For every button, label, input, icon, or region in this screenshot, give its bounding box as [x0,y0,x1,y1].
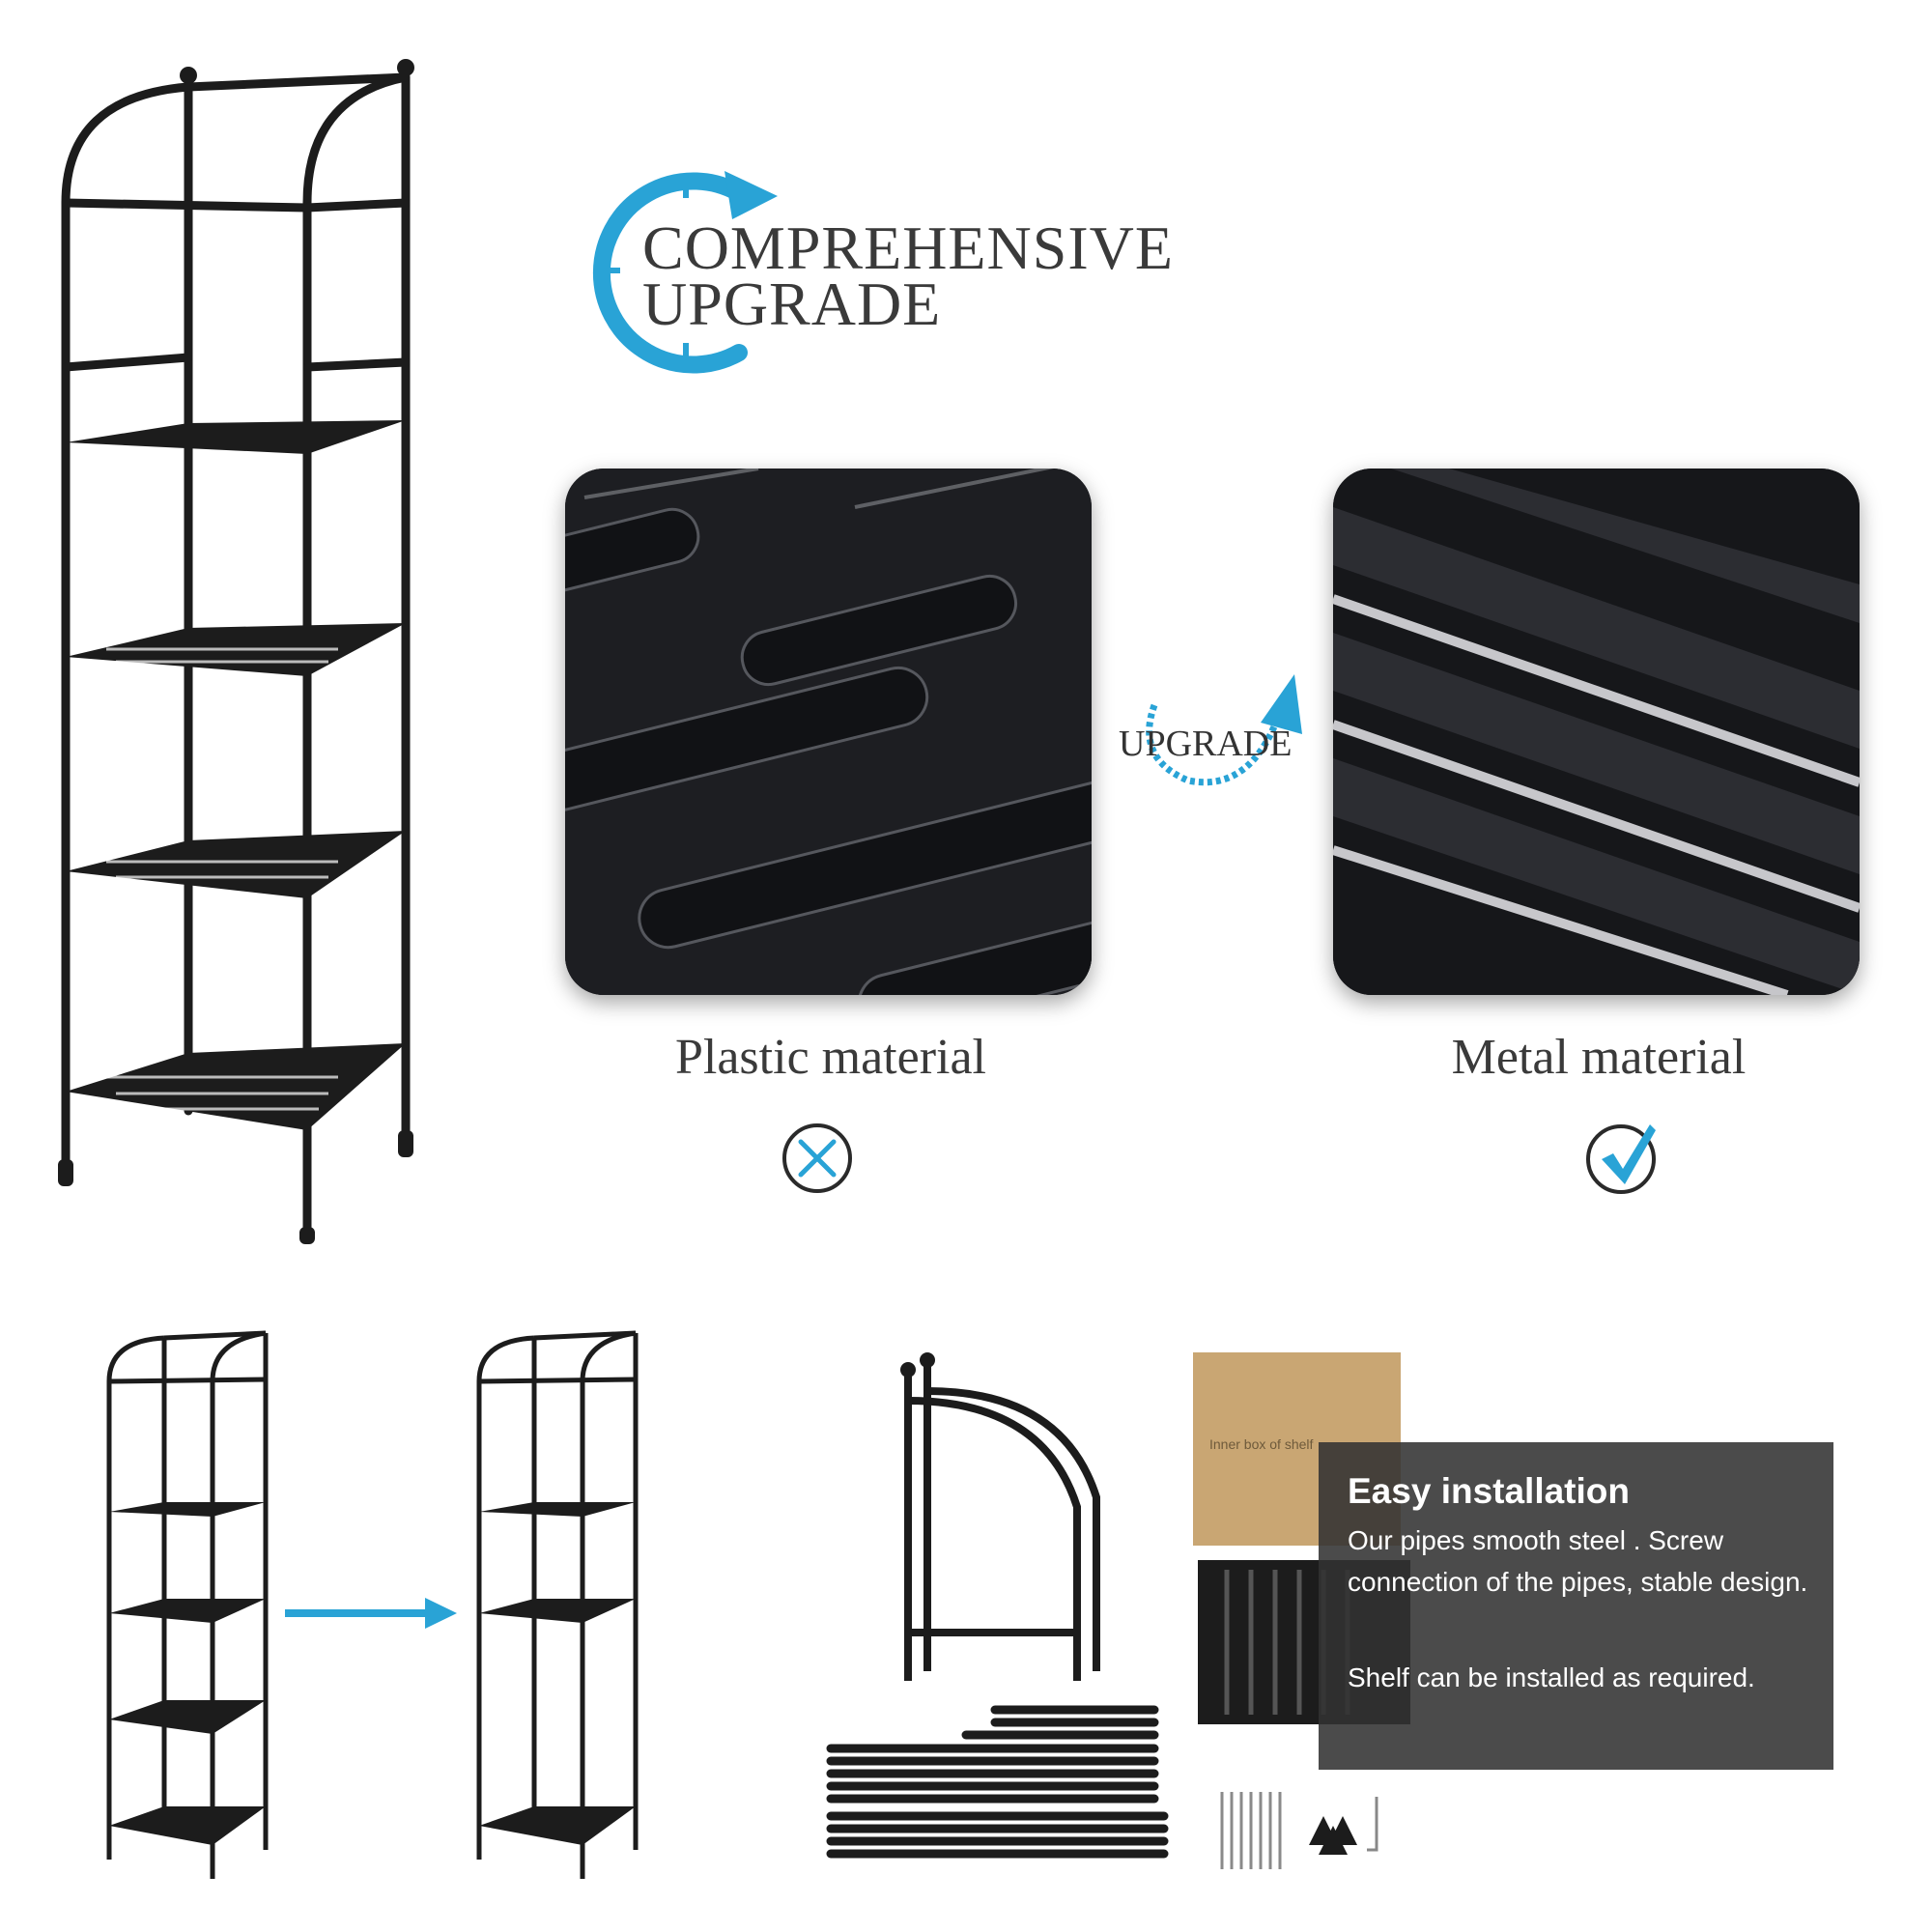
right-arrow-icon [285,1598,457,1629]
plastic-material-label: Plastic material [674,1030,986,1085]
cycle-arrow-icon [592,171,778,374]
installation-title: Easy installation [1348,1471,1630,1511]
installation-body: Our pipes smooth steel . Screw connectio… [1348,1525,1808,1597]
five-tier-shelf-small-image [106,1330,269,1879]
headline-line-2: UPGRADE [642,270,942,338]
metal-material-image [1333,469,1860,995]
cross-circle-icon [782,1123,852,1193]
headline: COMPREHENSIVE UPGRADE [642,213,1174,338]
five-tier-shelf-image [58,59,414,1244]
installation-note: Shelf can be installed as required. [1348,1662,1755,1692]
headline-line-1: COMPREHENSIVE [642,213,1174,282]
box-label: Inner box of shelf [1209,1436,1314,1452]
three-tier-shelf-image [476,1330,639,1879]
upgrade-label: UPGRADE [1119,724,1293,764]
check-circle-icon [1586,1124,1656,1194]
metal-material-label: Metal material [1451,1030,1747,1085]
upgrade-arrow-icon [1146,674,1302,786]
installation-panel: Easy installation Our pipes smooth steel… [1319,1442,1833,1770]
plastic-material-image [565,469,1092,995]
